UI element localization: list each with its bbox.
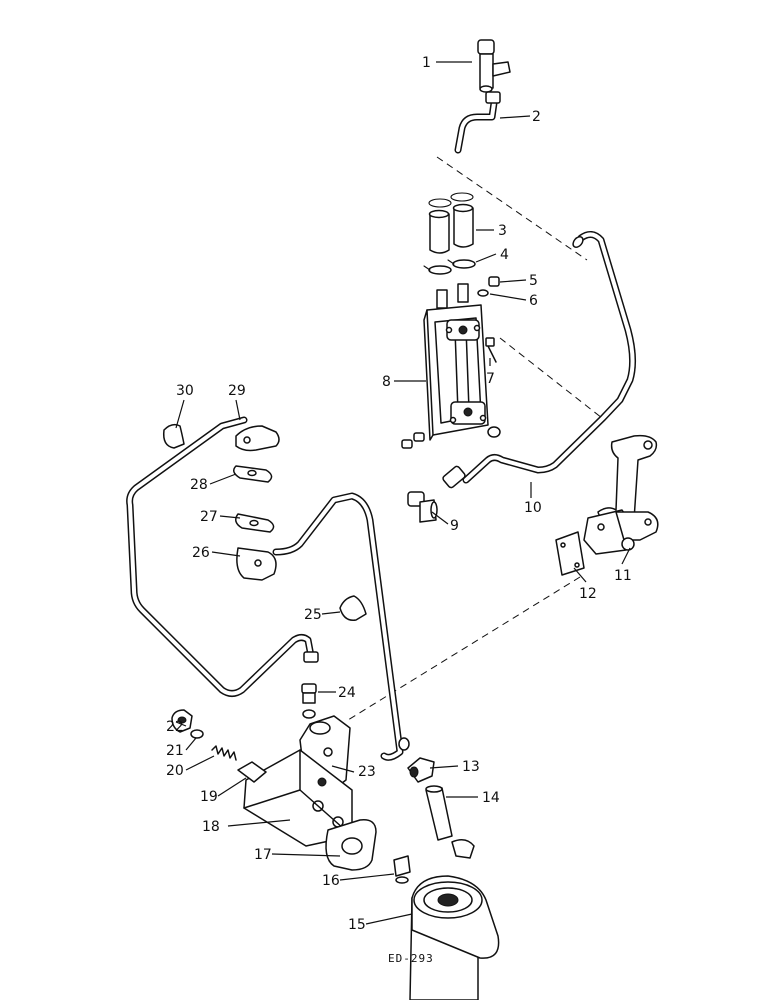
label-6: 6 [529,293,538,309]
part-6-washer [477,289,489,297]
part-1-tee-fitting [477,39,511,93]
label-5: 5 [529,273,538,289]
part-15-oil-filter [409,875,500,1000]
label-7: 7 [486,371,495,387]
label-17: 17 [254,847,272,863]
part-12-gasket [555,531,585,576]
part-10-return-pipe [442,231,637,489]
label-30: 30 [176,383,194,399]
part-26-pipe-flange [236,492,410,761]
label-1: 1 [422,55,431,71]
part-20-spring [211,745,237,761]
part-4-hose-clamps [423,259,476,275]
part-9-elbow-fitting [407,491,438,523]
part-29-feed-pipe [126,416,319,697]
part-25-clip [339,595,367,621]
alignment-line-top [436,156,588,261]
label-23: 23 [358,764,376,780]
part-19-valve-piston [237,761,267,783]
label-26: 26 [192,545,210,561]
part-30-clip [162,423,185,449]
part-24-adapter [301,683,317,719]
label-8: 8 [382,374,391,390]
part-22-cap [171,709,193,733]
label-11: 11 [614,568,632,584]
leader-lines [175,61,631,925]
label-4: 4 [500,247,509,263]
label-29: 29 [228,383,246,399]
part-16-nipple [393,855,411,884]
alignment-line-mid [499,337,603,419]
part-7-bolt [485,337,497,363]
label-15: 15 [348,917,366,933]
label-2: 2 [532,109,541,125]
part-13-elbow [407,757,435,783]
part-2-bent-pipe [454,91,501,154]
drawing-code: ED-293 [388,952,434,965]
label-27: 27 [200,509,218,525]
label-19: 19 [200,789,218,805]
label-22: 22 [166,719,184,735]
label-14: 14 [482,790,500,806]
part-3-hoses-with-clamps [428,192,474,254]
label-9: 9 [450,518,459,534]
label-16: 16 [322,873,340,889]
alignment-line-lower [347,576,581,721]
label-18: 18 [202,819,220,835]
part-28-gasket [233,465,273,483]
part-14-hose [425,785,475,859]
label-24: 24 [338,685,356,701]
cooler-drain-plugs [401,426,501,449]
part-8-oil-cooler [423,283,489,441]
label-12: 12 [579,586,597,602]
label-25: 25 [304,607,322,623]
label-20: 20 [166,763,184,779]
label-10: 10 [524,500,542,516]
part-11-bracket [583,434,659,555]
callout-labels: 1 2 3 4 5 6 7 8 9 10 11 12 13 14 15 16 1… [166,55,632,933]
part-27-gasket [235,513,275,533]
label-28: 28 [190,477,208,493]
label-13: 13 [462,759,480,775]
part-21-washer [190,729,204,739]
label-3: 3 [498,223,507,239]
part-5-plug [488,276,500,287]
label-21: 21 [166,743,184,759]
